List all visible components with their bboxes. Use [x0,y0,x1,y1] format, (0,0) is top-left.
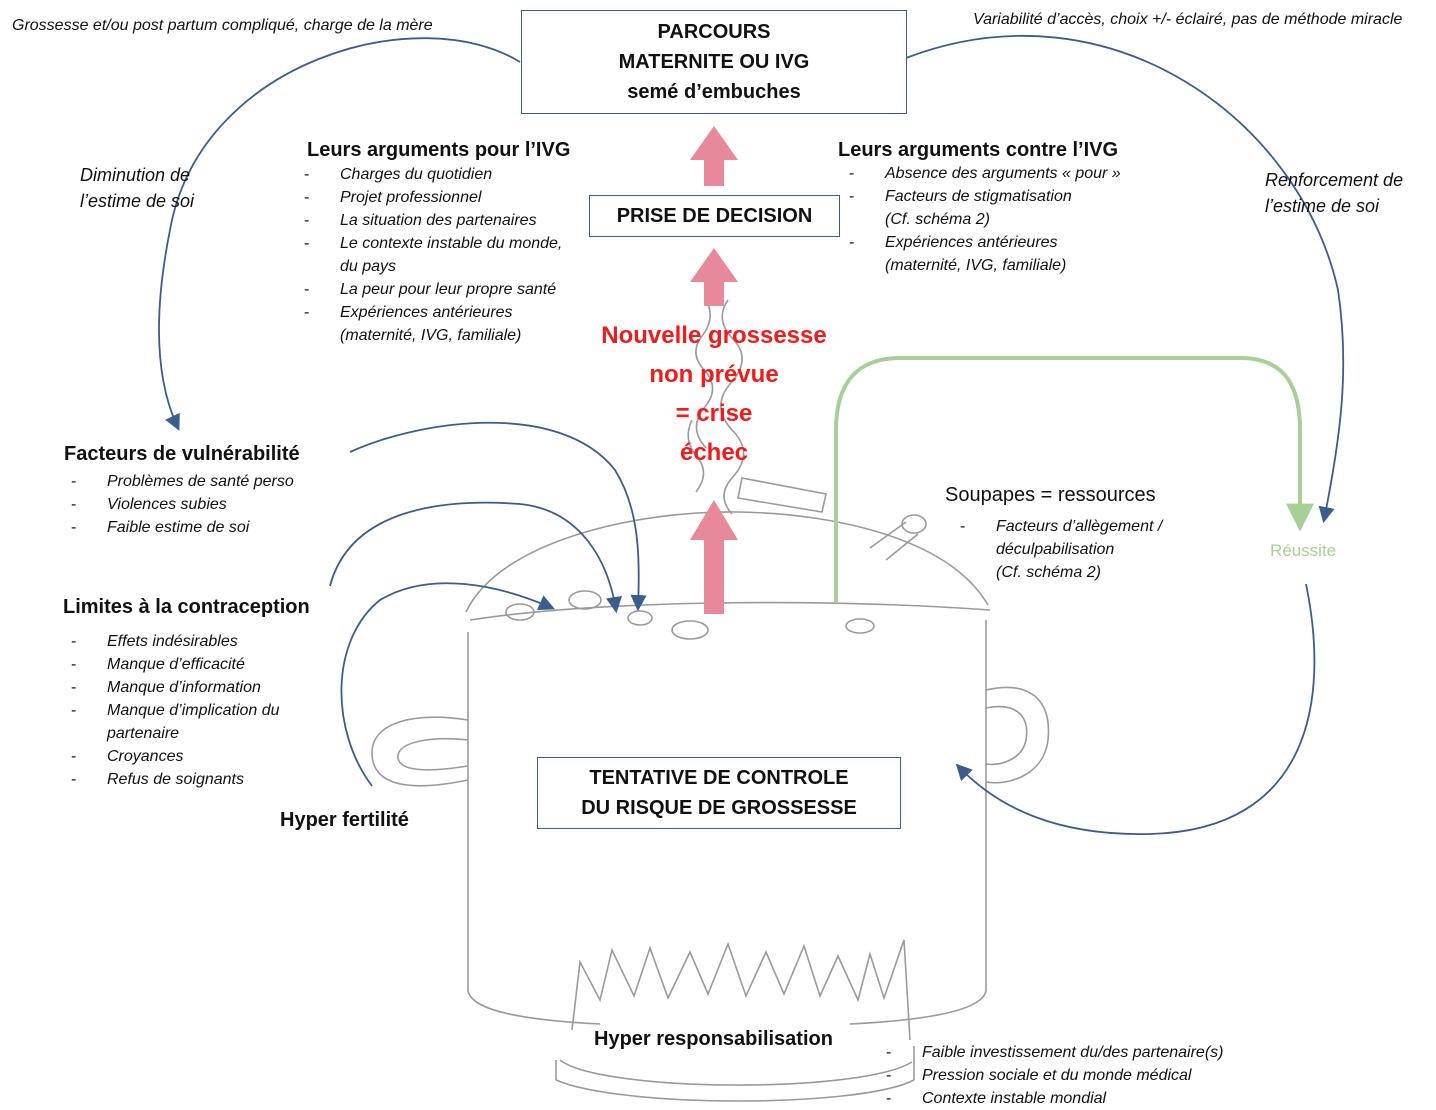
contraception-list: Effets indésirables Manque d’efficacité … [69,630,280,791]
list-item: Manque d’efficacité [69,653,280,676]
vulnerability-list: Problèmes de santé perso Violences subie… [69,470,294,539]
tentative-line-1: TENTATIVE DE CONTROLE [589,767,849,789]
hyper-responsibility-list: Faible investissement du/des partenaire(… [884,1041,1223,1110]
list-item: Pression sociale et du monde médical [884,1064,1223,1087]
blue-arrows [158,34,1345,835]
list-item: La situation des partenaires [302,209,562,232]
valves-list: Facteurs d’allègement /déculpabilisation… [958,515,1162,584]
list-item: Projet professionnel [302,186,562,209]
hyper-fertility-label: Hyper fertilité [280,809,409,831]
parcours-line-2: MATERNITE OU IVG [618,51,810,73]
list-item: La peur pour leur propre santé [302,278,562,301]
list-item: Problèmes de santé perso [69,470,294,493]
list-item: Facteurs d’allègement /déculpabilisation… [958,515,1162,584]
top-left-note: Grossesse et/ou post partum compliqué, c… [12,17,433,34]
list-item: Refus de soignants [69,768,280,791]
list-item: Charges du quotidien [302,163,562,186]
arguments-for-list: Charges du quotidien Projet professionne… [302,163,562,347]
list-item: Manque d’information [69,676,280,699]
success-arrow [834,356,1314,602]
list-item: Facteurs de stigmatisation(Cf. schéma 2) [847,185,1121,231]
hyper-responsibility-title: Hyper responsabilisation [594,1028,833,1050]
list-item: Faible estime de soi [69,516,294,539]
list-item: Le contexte instable du monde,du pays [302,232,562,278]
decision-label: PRISE DE DECISION [616,205,813,227]
list-item: Expériences antérieures(maternité, IVG, … [302,301,562,347]
parcours-box: PARCOURS MATERNITE OU IVG semé d’embuche… [521,10,907,114]
list-item: Contexte instable mondial [884,1087,1223,1110]
contraception-title: Limites à la contraception [63,596,310,618]
parcours-line-3: semé d’embuches [627,81,801,103]
arguments-against-title: Leurs arguments contre l’IVG [838,139,1119,161]
self-esteem-increase-label: Renforcement de l’estime de soi [1265,170,1404,216]
parcours-line-1: PARCOURS [657,21,771,43]
vulnerability-title: Facteurs de vulnérabilité [64,443,300,465]
tentative-box: TENTATIVE DE CONTROLE DU RISQUE DE GROSS… [537,757,901,829]
arguments-against-list: Absence des arguments « pour » Facteurs … [847,162,1121,277]
list-item: Croyances [69,745,280,768]
self-esteem-decrease-label: Diminution de l’estime de soi [80,165,195,211]
decision-arrows [690,126,738,614]
list-item: Effets indésirables [69,630,280,653]
list-item: Faible investissement du/des partenaire(… [884,1041,1223,1064]
list-item: Absence des arguments « pour » [847,162,1121,185]
top-right-note: Variabilité d’accès, choix +/- éclairé, … [973,11,1403,28]
arguments-for-title: Leurs arguments pour l’IVG [307,139,571,161]
tentative-line-2: DU RISQUE DE GROSSESSE [581,797,857,819]
decision-box: PRISE DE DECISION [589,195,840,237]
list-item: Expériences antérieures(maternité, IVG, … [847,231,1121,277]
valves-title: Soupapes = ressources [945,484,1156,506]
list-item: Violences subies [69,493,294,516]
success-label: Réussite [1270,541,1337,560]
crisis-text: Nouvelle grossesse non prévue = crise éc… [601,322,827,466]
